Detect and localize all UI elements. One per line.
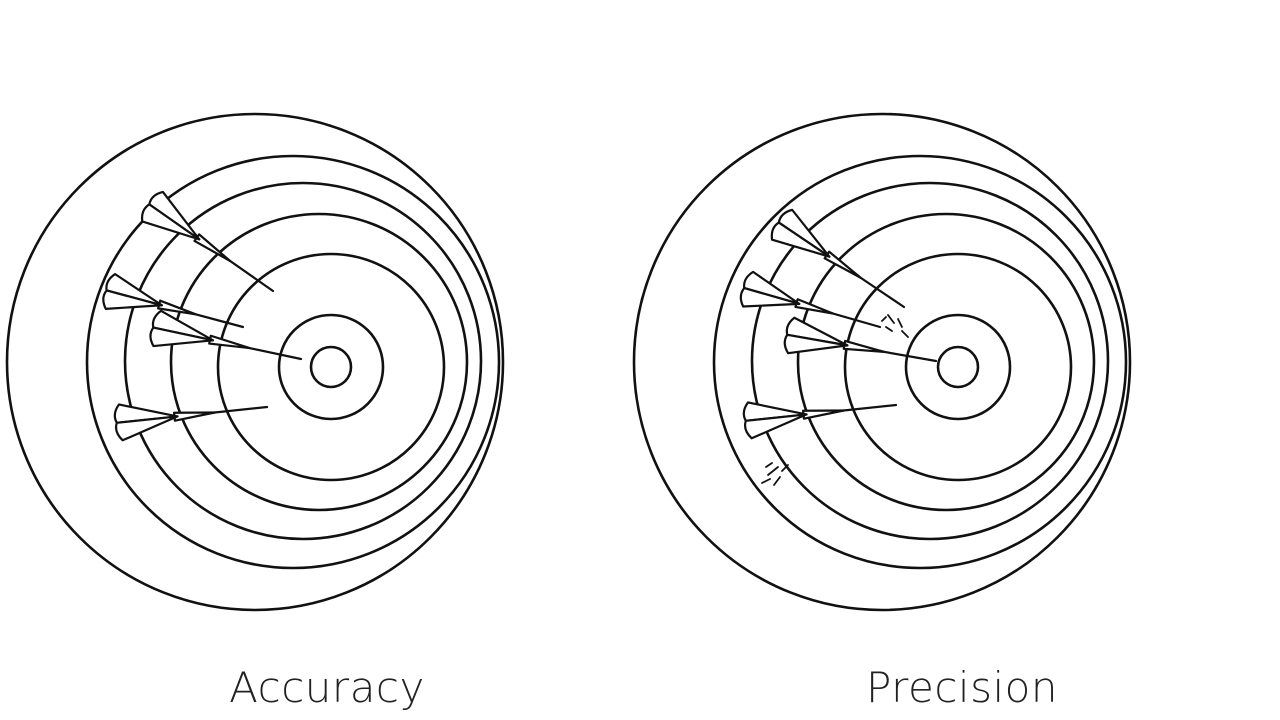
accuracy-label: Accuracy xyxy=(229,663,425,712)
dart-flight xyxy=(149,326,215,348)
precision-target xyxy=(632,112,1132,612)
dart-flight xyxy=(770,221,831,258)
target-ring xyxy=(169,212,469,512)
target-ring xyxy=(277,313,385,421)
dart-flight xyxy=(114,415,179,442)
dart xyxy=(742,401,898,440)
dart-flight xyxy=(140,203,201,241)
target-ring xyxy=(5,112,505,612)
dart xyxy=(739,270,882,329)
target-ring xyxy=(123,181,483,541)
target-ring xyxy=(750,181,1110,541)
dart-barrel xyxy=(208,334,251,350)
target-ring xyxy=(85,154,501,570)
target-ring xyxy=(309,345,353,389)
dart-barrel xyxy=(842,339,886,353)
dart xyxy=(770,208,906,309)
target-ring xyxy=(843,252,1073,482)
dart-barrel xyxy=(801,409,845,420)
target-ring xyxy=(632,112,1132,612)
dart xyxy=(113,403,269,442)
dart-barrel xyxy=(794,298,834,315)
target-ring xyxy=(712,154,1128,570)
dart xyxy=(102,273,245,329)
precision-label: Precision xyxy=(866,663,1058,712)
dart-barrel xyxy=(172,411,216,422)
dart xyxy=(783,316,938,363)
target-ring xyxy=(216,252,446,482)
target-ring xyxy=(796,212,1096,512)
target-ring xyxy=(936,345,980,389)
target-ring xyxy=(904,313,1012,421)
dart xyxy=(149,309,303,361)
accuracy-target xyxy=(5,112,505,612)
dart-flight xyxy=(102,289,163,310)
dart-flight xyxy=(743,413,808,440)
impact-crack xyxy=(761,462,789,486)
dart-flight xyxy=(739,286,801,308)
dart-flight xyxy=(783,333,849,355)
dart xyxy=(140,190,275,293)
impact-crack xyxy=(881,314,909,338)
